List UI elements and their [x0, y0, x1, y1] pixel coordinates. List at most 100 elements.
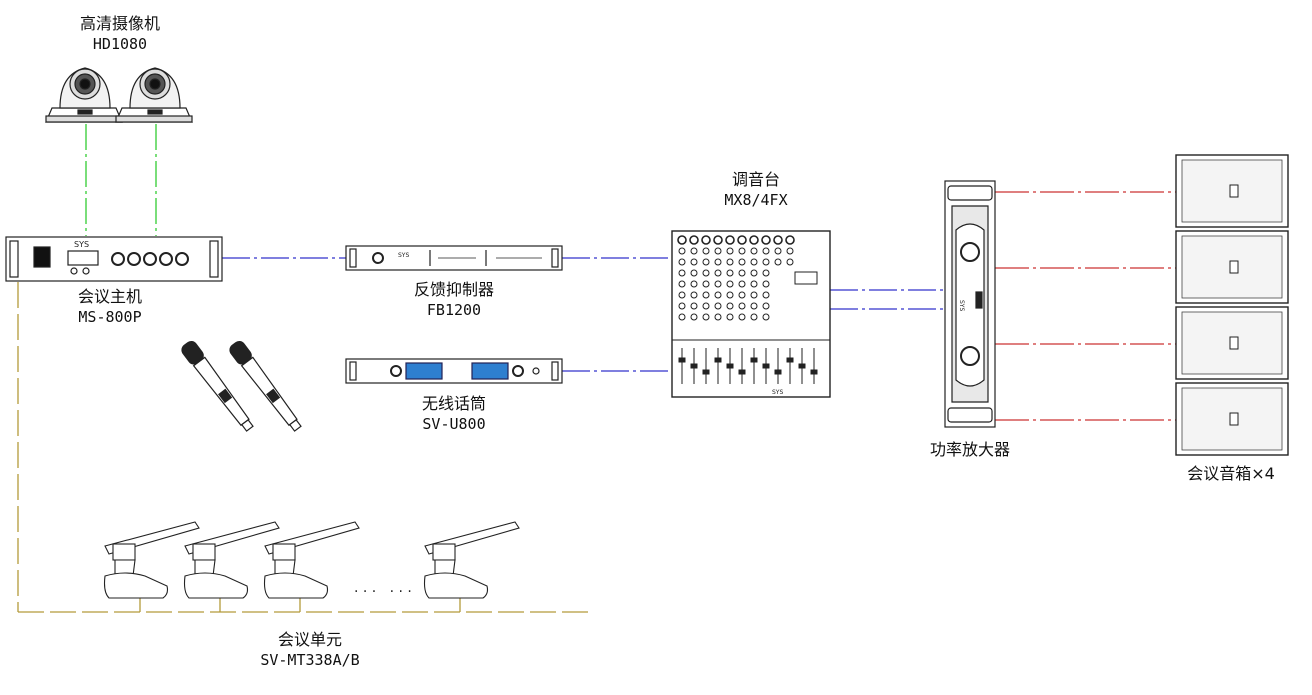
mixer-knob: [678, 302, 686, 310]
mixer-knob: [714, 302, 722, 310]
fader-cap: [702, 369, 710, 375]
mixer-knob: [726, 291, 734, 299]
mixer-knob: [690, 247, 698, 255]
mixer-knob: [714, 247, 722, 255]
unit-head: [272, 543, 296, 561]
label-camera: 高清摄像机 HD1080: [40, 14, 200, 54]
fader-cap: [798, 363, 806, 369]
mixer-knob-matrix: [677, 235, 795, 321]
mixer-knob: [737, 235, 747, 245]
unit-head: [112, 543, 136, 561]
mixer-knob: [702, 258, 710, 266]
mixer-knob: [774, 247, 782, 255]
label-mixer: 调音台 MX8/4FX: [676, 170, 836, 210]
mixer-knob: [702, 280, 710, 288]
mixer-knob: [702, 269, 710, 277]
amp-brand: SYS: [958, 300, 965, 311]
conference-units: [103, 521, 520, 599]
mixer-knob: [750, 291, 758, 299]
mixer-knob: [762, 269, 770, 277]
mixer-knob: [750, 258, 758, 266]
mixer-knob: [738, 302, 746, 310]
mixer-brand: SYS: [772, 389, 783, 396]
conference-unit-icon: [263, 521, 360, 599]
fader-cap: [714, 357, 722, 363]
mixer-knob: [762, 291, 770, 299]
mixer-knob: [714, 269, 722, 277]
mixer-knob: [690, 291, 698, 299]
mixer-knob: [738, 258, 746, 266]
wireless-receiver-device: [345, 358, 563, 384]
fader-cap: [690, 363, 698, 369]
mixer-knob: [690, 313, 698, 321]
mixer-knob: [725, 235, 735, 245]
mixer-knob: [750, 280, 758, 288]
label-amplifier: 功率放大器: [890, 440, 1050, 460]
microphone-icon: [181, 340, 254, 432]
amplifier-name: 功率放大器: [929, 440, 1010, 459]
mixer-knob: [702, 302, 710, 310]
unit-head: [192, 543, 216, 561]
mixer-knob: [726, 313, 734, 321]
mixer-knob: [713, 235, 723, 245]
mixer-knob: [678, 258, 686, 266]
mixer-knob: [702, 291, 710, 299]
wireless-model: SV-U800: [422, 415, 486, 433]
mixer-knob: [738, 291, 746, 299]
mixer-knob: [690, 269, 698, 277]
mixer-knob: [678, 291, 686, 299]
label-units: 会议单元 SV-MT338A/B: [230, 630, 390, 670]
conference-unit-icon: [423, 521, 520, 599]
mixer-device: SYS: [671, 230, 831, 398]
speaker-icon: [1175, 382, 1289, 456]
fader-cap: [774, 369, 782, 375]
mixer-knob: [702, 247, 710, 255]
mixer-knob: [750, 269, 758, 277]
speaker-icon: [1175, 154, 1289, 228]
mixer-knob: [702, 313, 710, 321]
mixer-knob: [726, 247, 734, 255]
connections: [17, 124, 1180, 613]
mixer-knob: [678, 280, 686, 288]
mixer-knob: [678, 247, 686, 255]
mixer-knob: [762, 302, 770, 310]
fader-cap: [750, 357, 758, 363]
conference-host-device: SYS: [5, 236, 223, 282]
mixer-knob: [677, 235, 687, 245]
amplifier-device: SYS: [944, 180, 996, 428]
label-feedback: 反馈抑制器 FB1200: [374, 280, 534, 320]
mixer-knob: [762, 280, 770, 288]
host-brand: SYS: [74, 240, 89, 249]
fader-cap: [726, 363, 734, 369]
mixer-knob: [678, 313, 686, 321]
mixer-knob: [714, 258, 722, 266]
mixer-knob: [690, 280, 698, 288]
mixer-knob: [762, 247, 770, 255]
feedback-suppressor-device: SYS: [345, 245, 563, 271]
mixer-knob: [750, 247, 758, 255]
mixer-knob: [761, 235, 771, 245]
mixer-knob: [726, 269, 734, 277]
speaker-icon: [1175, 230, 1289, 304]
conference-unit-icon: [183, 521, 280, 599]
unit-base: [183, 572, 249, 599]
feedback-name: 反馈抑制器: [413, 280, 494, 299]
unit-base: [103, 572, 169, 599]
speaker-grille: [1181, 159, 1283, 223]
unit-head: [432, 543, 456, 561]
mixer-knob: [738, 313, 746, 321]
camera-group: [45, 67, 193, 123]
mixer-knob: [749, 235, 759, 245]
camera-name: 高清摄像机: [79, 14, 160, 33]
host-name: 会议主机: [77, 287, 142, 306]
speaker-badge: [1229, 412, 1239, 426]
fader-cap: [762, 363, 770, 369]
speaker-badge: [1229, 336, 1239, 350]
speaker-stack: [1175, 154, 1289, 456]
mixer-knob: [750, 313, 758, 321]
mixer-knob: [690, 302, 698, 310]
microphone-icon: [229, 340, 302, 432]
mixer-fader-row: [678, 348, 818, 384]
